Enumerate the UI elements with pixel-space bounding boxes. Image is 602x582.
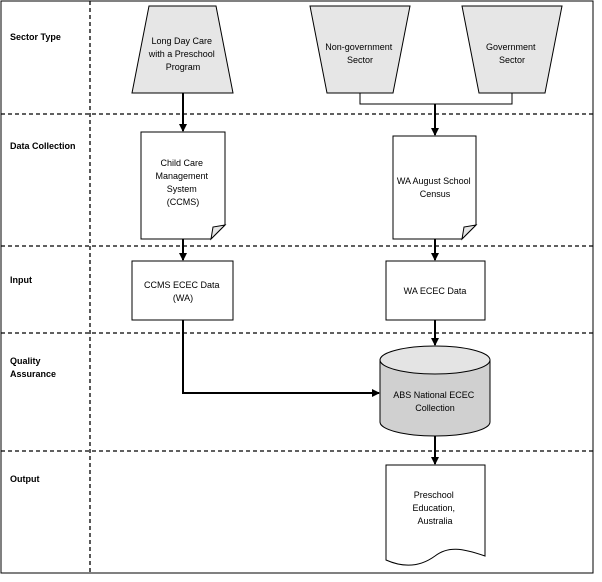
ccms-document-node: Child Care Management System (CCMS) — [140, 131, 227, 241]
wa-census-document-node: WA August School Census — [392, 135, 478, 241]
government-sector-text: Government Sector — [486, 42, 538, 65]
ccms-text: Child Care Management System (CCMS) — [155, 158, 210, 207]
lane-label-quality-assurance: Quality Assurance — [10, 356, 56, 379]
lane-label-sector-type: Sector Type — [10, 32, 61, 42]
wa-census-text: WA August School Census — [397, 176, 473, 199]
preschool-output-text: Preschool Education, Australia — [412, 490, 457, 526]
non-government-sector-text: Non-government Sector — [325, 42, 395, 65]
government-sector-node: Government Sector — [461, 5, 563, 94]
non-government-sector-node: Non-government Sector — [309, 5, 411, 94]
abs-collection-text: ABS National ECEC Collection — [393, 390, 477, 413]
wa-ecec-data-text: WA ECEC Data — [404, 286, 467, 296]
long-day-care-node: Long Day Care with a Preschool Program — [131, 5, 234, 94]
preschool-output-document: Preschool Education, Australia — [385, 464, 486, 566]
ccms-ecec-data-node: CCMS ECEC Data (WA) — [131, 260, 234, 321]
ccms-ecec-data-text: CCMS ECEC Data (WA) — [144, 280, 222, 303]
lane-label-output: Output — [10, 474, 40, 484]
abs-collection-cylinder: ABS National ECEC Collection — [379, 345, 491, 437]
lane-label-data-collection: Data Collection — [10, 141, 76, 151]
sector-join-connector — [359, 93, 513, 105]
lane-label-input: Input — [10, 275, 32, 285]
diagram-frame — [0, 0, 594, 574]
arrow-ccms-ecec-to-abs — [182, 320, 380, 397]
wa-ecec-data-node: WA ECEC Data — [385, 260, 486, 321]
long-day-care-text: Long Day Care with a Preschool Program — [148, 36, 218, 72]
